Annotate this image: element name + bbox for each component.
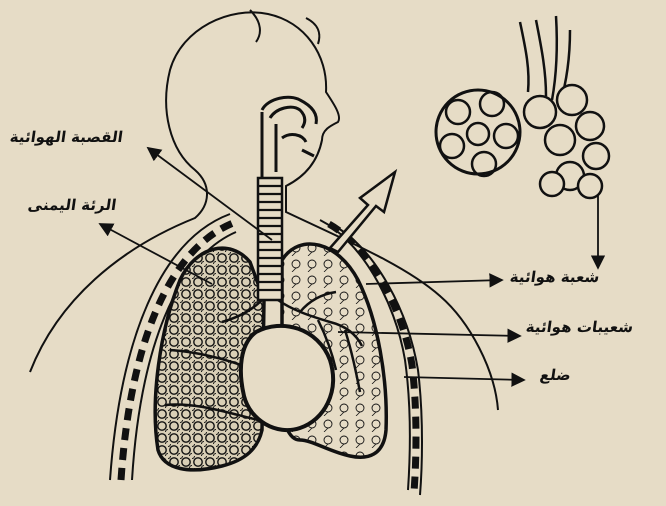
label-right-lung: الرئة اليمنى [27,196,118,214]
label-rib: ضلع [539,366,572,384]
nasal-passage [262,97,316,178]
label-bronchus: شعبة هوائية [509,268,601,286]
rib-leader [404,377,524,380]
alveoli-inset [436,16,609,198]
trachea-leader [148,148,272,240]
label-bronchioles: شعيبات هوائية [525,318,635,336]
zoom-arrow [330,172,395,252]
label-trachea: القصبة الهوائية [9,128,124,146]
heart [241,326,333,430]
